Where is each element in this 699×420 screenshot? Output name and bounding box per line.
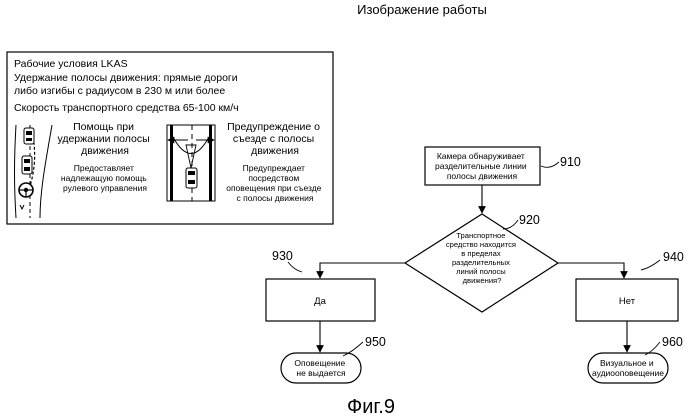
lkas-lane-condition-line2: либо изгибы с радиусом в 230 м или более (14, 85, 225, 97)
lkas-speed-condition: Скорость транспортного средства 65-100 к… (14, 102, 239, 114)
lkas-panel-heading: Рабочие условия LKAS (14, 58, 128, 70)
ref-950: 950 (365, 335, 386, 349)
ref-920: 920 (519, 213, 540, 227)
node-960-text: Визуальное и аудиооповещение (592, 358, 664, 378)
node-930-text: Да (314, 296, 326, 307)
ref-960: 960 (662, 335, 683, 349)
figure-caption: Фиг.9 (347, 396, 395, 418)
ref-910: 910 (560, 155, 581, 169)
ref-930: 930 (272, 249, 293, 263)
node-950-text: Оповещение не выдается (294, 358, 347, 378)
lane-departure-illustration (167, 125, 215, 201)
node-940-text: Нет (619, 296, 636, 307)
node-910-text: Камера обнаруживает разделительные линии… (435, 151, 529, 181)
header-title: Изображение работы (357, 2, 487, 17)
ref-940: 940 (663, 250, 684, 264)
lane-assist-description: Предоставляет надлежащую помощь рулевого… (61, 163, 149, 193)
lkas-lane-condition-line1: Удержание полосы движения: прямые дороги (14, 72, 238, 84)
lkas-conditions-panel: Рабочие условия LKAS Удержание полосы дв… (7, 52, 333, 224)
